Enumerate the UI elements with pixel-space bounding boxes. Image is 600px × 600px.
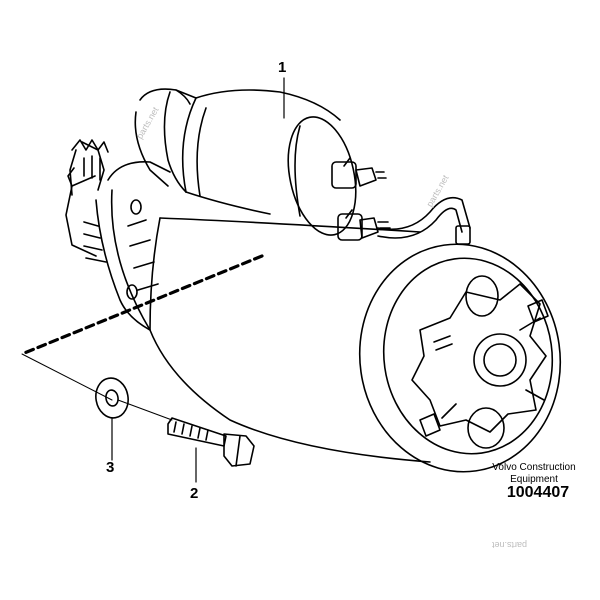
mounting-flange-dashed (20, 254, 264, 356)
manufacturer-label: Volvo Construction Equipment (472, 462, 596, 486)
bolt (167, 417, 255, 467)
callout-2: 2 (190, 485, 199, 502)
solenoid (134, 88, 391, 241)
motor-housing (149, 217, 562, 473)
callout-1: 1 (278, 59, 287, 76)
connection-cable (377, 196, 471, 245)
drive-end-housing (65, 139, 171, 331)
callout-3: 3 (106, 459, 115, 476)
washer (95, 377, 129, 419)
watermark-3: parts.net (492, 540, 528, 550)
manufacturer-line-1: Volvo Construction (492, 462, 576, 473)
figure-number: 1004407 (506, 484, 570, 501)
leader-lines (111, 77, 285, 483)
manufacturer-line-2: Equipment (510, 474, 558, 485)
